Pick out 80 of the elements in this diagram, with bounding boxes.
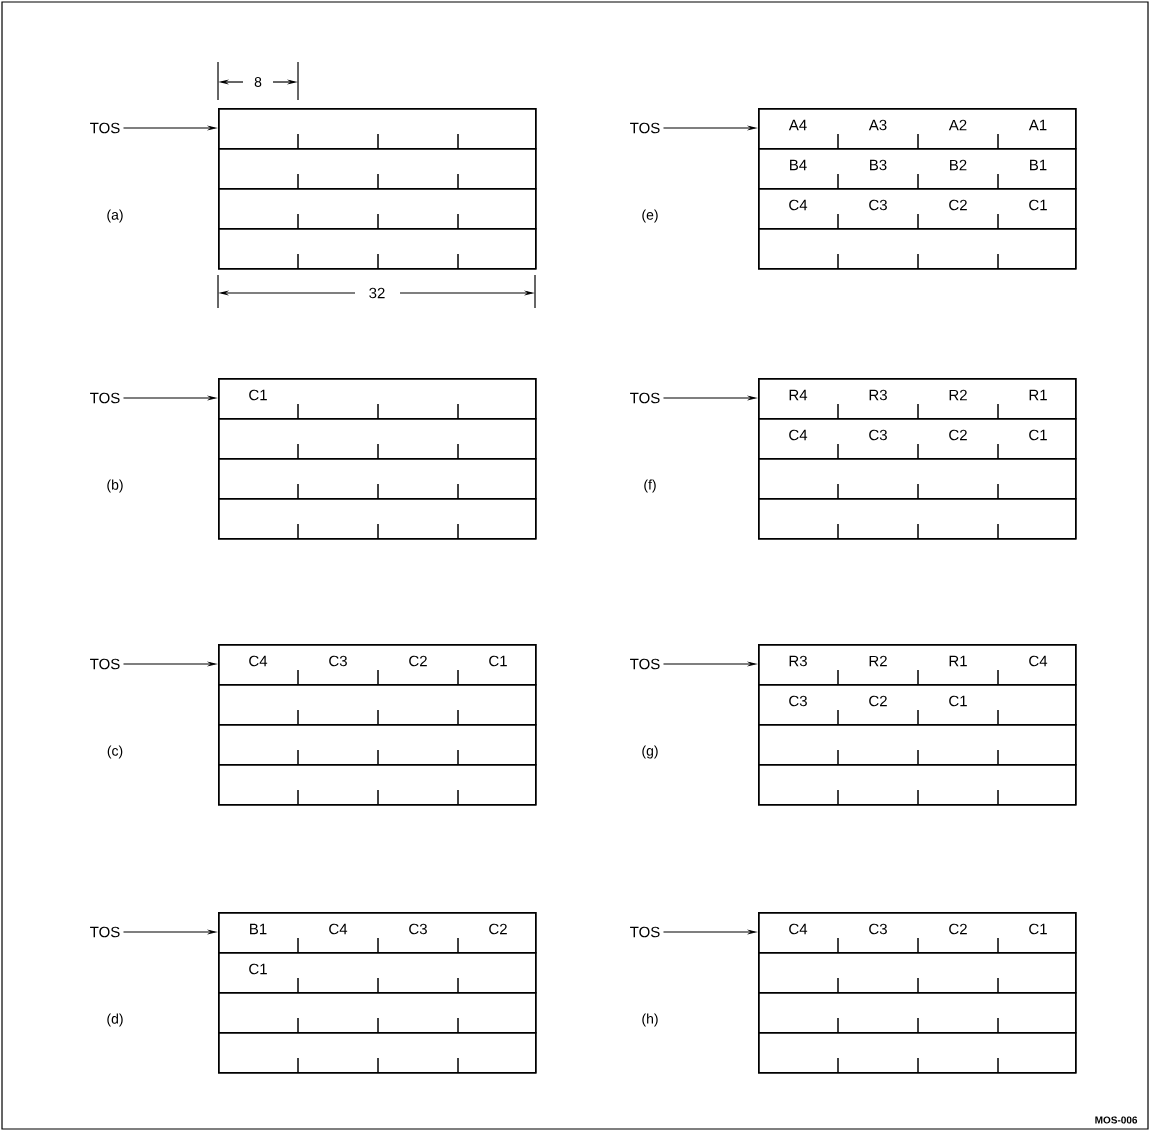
stack-row bbox=[758, 764, 1077, 806]
cell-label: C1 bbox=[1029, 923, 1047, 935]
cell-label: C1 bbox=[949, 695, 967, 707]
stack-row bbox=[218, 684, 537, 726]
cell-label: A3 bbox=[868, 119, 887, 131]
cell-label: C1 bbox=[249, 389, 267, 401]
cell-label: C1 bbox=[1029, 199, 1047, 211]
stack-row bbox=[218, 418, 537, 460]
stack-row bbox=[758, 952, 1077, 994]
cell-label: C4 bbox=[249, 655, 268, 667]
stack-row bbox=[758, 458, 1077, 500]
panel-label: (g) bbox=[642, 745, 658, 759]
cell-label: C1 bbox=[249, 963, 267, 975]
cell-label: B2 bbox=[950, 159, 967, 171]
stack-row bbox=[218, 458, 537, 500]
stack-pointer-label: TOS bbox=[90, 658, 120, 670]
panel-label: (c) bbox=[107, 745, 123, 759]
stack-row bbox=[218, 188, 537, 230]
cell-label: R3 bbox=[869, 389, 887, 401]
panel-label: (e) bbox=[642, 209, 658, 223]
cell-label: C2 bbox=[489, 923, 507, 935]
cell-label: B4 bbox=[790, 159, 807, 171]
cell-label: C2 bbox=[949, 429, 967, 441]
cell-label: C3 bbox=[409, 923, 427, 935]
stack-row bbox=[218, 498, 537, 540]
cell-label: C2 bbox=[869, 695, 887, 707]
cell-label: C4 bbox=[789, 429, 808, 441]
cell-label: C4 bbox=[789, 923, 808, 935]
stack-row bbox=[218, 724, 537, 766]
stack-row bbox=[758, 1032, 1077, 1074]
cell-label: C3 bbox=[329, 655, 347, 667]
stack-row bbox=[218, 764, 537, 806]
stack-pointer-label: TOS bbox=[90, 926, 120, 938]
stack-row bbox=[758, 724, 1077, 766]
stack-pointer-label: TOS bbox=[630, 122, 660, 134]
stack-row bbox=[758, 498, 1077, 540]
cell-label: A1 bbox=[1028, 119, 1047, 131]
stack-row bbox=[758, 228, 1077, 270]
stack-row bbox=[218, 148, 537, 190]
stack-row bbox=[218, 992, 537, 1034]
cell-label: C4 bbox=[329, 923, 348, 935]
cell-label: R1 bbox=[949, 655, 967, 667]
cell-label: R2 bbox=[869, 655, 887, 667]
cell-label: R2 bbox=[949, 389, 967, 401]
cell-label: C2 bbox=[409, 655, 427, 667]
stack-pointer-label: TOS bbox=[630, 926, 660, 938]
cell-label: C3 bbox=[869, 429, 887, 441]
cell-label: C4 bbox=[1029, 655, 1048, 667]
cell-label: C1 bbox=[1029, 429, 1047, 441]
stack-row bbox=[758, 992, 1077, 1034]
cell-label: C3 bbox=[789, 695, 807, 707]
cell-label: B1 bbox=[250, 923, 267, 935]
panel-label: (f) bbox=[644, 479, 656, 493]
cell-label: A4 bbox=[788, 119, 807, 131]
stack-pointer-label: TOS bbox=[630, 658, 660, 670]
stack-pointer-label: TOS bbox=[90, 392, 120, 404]
cell-label: B3 bbox=[870, 159, 887, 171]
cell-label: C2 bbox=[949, 199, 967, 211]
stack-pointer-label: TOS bbox=[630, 392, 660, 404]
dimension-line: 32 bbox=[217, 274, 536, 309]
cell-label: R3 bbox=[789, 655, 807, 667]
cell-label: C3 bbox=[869, 199, 887, 211]
cell-label: A2 bbox=[948, 119, 967, 131]
cell-label: C1 bbox=[489, 655, 507, 667]
panel-label: (h) bbox=[642, 1013, 658, 1027]
figure-number: MOS-006 bbox=[1095, 1116, 1138, 1124]
cell-label: C3 bbox=[869, 923, 887, 935]
panel-label: (d) bbox=[107, 1013, 123, 1027]
panel-label: (b) bbox=[107, 479, 123, 493]
stack-pointer-label: TOS bbox=[90, 122, 120, 134]
stack-row bbox=[218, 1032, 537, 1074]
stack-row bbox=[218, 108, 537, 150]
cell-label: R1 bbox=[1029, 389, 1047, 401]
stack-row bbox=[218, 228, 537, 270]
cell-label: C2 bbox=[949, 923, 967, 935]
cell-label: B1 bbox=[1030, 159, 1047, 171]
dimension-line: 8 bbox=[217, 61, 299, 101]
panel-label: (a) bbox=[107, 209, 123, 223]
cell-label: C4 bbox=[789, 199, 808, 211]
cell-label: R4 bbox=[789, 389, 808, 401]
